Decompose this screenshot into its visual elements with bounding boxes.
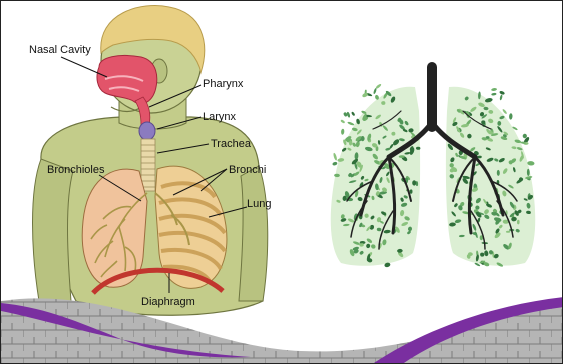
- leaf: [412, 180, 416, 185]
- label-bronchi: Bronchi: [229, 164, 266, 176]
- label-trachea: Trachea: [211, 138, 252, 150]
- leaf: [341, 129, 345, 135]
- leaf: [523, 134, 527, 139]
- leaf: [502, 108, 508, 114]
- tree-lungs-illustration: [331, 67, 536, 268]
- leaf: [509, 113, 513, 120]
- right-arm: [239, 166, 268, 301]
- larynx-shape: [139, 122, 155, 140]
- label-larynx: Larynx: [203, 111, 237, 123]
- label-nasal-cavity: Nasal Cavity: [29, 44, 91, 56]
- leaf: [347, 121, 355, 126]
- leaf: [373, 88, 377, 95]
- leaf: [351, 111, 355, 116]
- trachea-rings: [141, 139, 155, 191]
- leaf: [499, 90, 505, 95]
- left-arm: [33, 159, 74, 301]
- label-lung: Lung: [247, 198, 271, 210]
- footer-decoration: [1, 297, 563, 364]
- leaf: [491, 88, 497, 92]
- leaf: [340, 119, 345, 124]
- leaf: [499, 95, 502, 101]
- leaf: [491, 93, 497, 96]
- leaf: [333, 152, 338, 160]
- leaf: [332, 161, 338, 166]
- label-diaphragm: Diaphragm: [141, 296, 195, 308]
- label-bronchioles: Bronchioles: [47, 164, 105, 176]
- label-pharynx: Pharynx: [203, 78, 244, 90]
